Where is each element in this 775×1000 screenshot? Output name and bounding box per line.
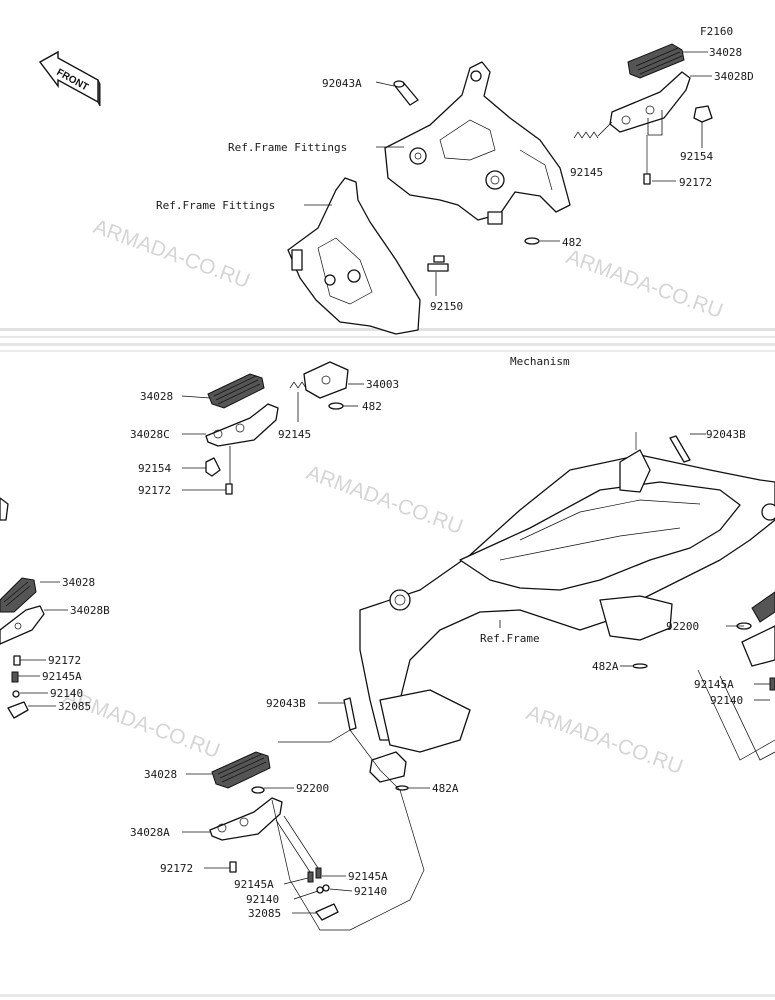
label-34028d: 34028D bbox=[714, 70, 754, 83]
clip-482-top bbox=[524, 237, 540, 245]
label-92145-top: 92145 bbox=[570, 166, 603, 179]
label-482-top: 482 bbox=[562, 236, 582, 249]
label-92140-left: 92140 bbox=[50, 687, 83, 700]
label-34028b: 34028B bbox=[70, 604, 110, 617]
label-92200-bottom: 92200 bbox=[296, 782, 329, 795]
ref-frame-structure bbox=[359, 432, 775, 753]
label-92172-top: 92172 bbox=[679, 176, 712, 189]
label-92172-bottom: 92172 bbox=[160, 862, 193, 875]
footpeg-assembly-left-edge bbox=[0, 497, 45, 719]
footpeg-assembly-top-right bbox=[609, 43, 713, 185]
label-34028-bottom: 34028 bbox=[144, 768, 177, 781]
watermark-4: ARMADA-CO.RU bbox=[60, 685, 222, 763]
label-34028-mid-left: 34028 bbox=[140, 390, 173, 403]
label-92150: 92150 bbox=[430, 300, 463, 313]
label-92154-top: 92154 bbox=[680, 150, 713, 163]
frame-fitting-bracket-left bbox=[287, 177, 421, 335]
label-482-mid: 482 bbox=[362, 400, 382, 413]
label-92145a-bottom-left: 92145A bbox=[234, 878, 274, 891]
label-92145a-right: 92145A bbox=[694, 678, 734, 691]
label-ref-frame: Ref.Frame bbox=[480, 632, 540, 645]
watermark-2: ARMADA-CO.RU bbox=[563, 245, 725, 323]
watermark-3: ARMADA-CO.RU bbox=[303, 461, 465, 539]
bolt-92150 bbox=[427, 255, 449, 272]
label-34028a: 34028A bbox=[130, 826, 170, 839]
spring-92145-top bbox=[573, 131, 599, 139]
leader-lines bbox=[18, 51, 775, 931]
label-92145a-left: 92145A bbox=[42, 670, 82, 683]
watermark-1: ARMADA-CO.RU bbox=[90, 215, 252, 293]
footpeg-assembly-right-edge bbox=[632, 591, 775, 761]
front-arrow-icon: FRONT bbox=[38, 50, 101, 107]
pin-92043b-centre bbox=[343, 697, 357, 731]
pin-92043a bbox=[393, 80, 419, 106]
label-ref-frame-fittings-1: Ref.Frame Fittings bbox=[228, 141, 347, 154]
diagram-code: F2160 bbox=[700, 25, 733, 38]
pivot-34003 bbox=[289, 361, 349, 410]
label-92140-bottom-left: 92140 bbox=[246, 893, 279, 906]
label-482a-right: 482A bbox=[592, 660, 619, 673]
label-92145-mid: 92145 bbox=[278, 428, 311, 441]
footpeg-assembly-mid-left bbox=[205, 373, 279, 495]
label-92043b-centre: 92043B bbox=[266, 697, 306, 710]
pivot-bracket-bottom bbox=[369, 751, 409, 791]
label-32085-left: 32085 bbox=[58, 700, 91, 713]
label-92172-left: 92172 bbox=[48, 654, 81, 667]
watermark-5: ARMADA-CO.RU bbox=[523, 701, 685, 779]
frame-fitting-bracket-top bbox=[384, 61, 571, 225]
label-34028-left: 34028 bbox=[62, 576, 95, 589]
label-32085-bottom: 32085 bbox=[248, 907, 281, 920]
label-92140-right: 92140 bbox=[710, 694, 743, 707]
label-92145a-bottom-right: 92145A bbox=[348, 870, 388, 883]
label-34003: 34003 bbox=[366, 378, 399, 391]
label-482a-bottom: 482A bbox=[432, 782, 459, 795]
label-34028c: 34028C bbox=[130, 428, 170, 441]
label-92154-mid: 92154 bbox=[138, 462, 171, 475]
label-mechanism: Mechanism bbox=[510, 355, 570, 368]
label-34028-top-right: 34028 bbox=[709, 46, 742, 59]
part-labels: F2160 92043A 34028 34028D Ref.Frame Fitt… bbox=[42, 25, 754, 920]
pin-92043b-right bbox=[669, 435, 691, 463]
label-92172-mid: 92172 bbox=[138, 484, 171, 497]
label-ref-frame-fittings-2: Ref.Frame Fittings bbox=[156, 199, 275, 212]
label-92140-bottom-right: 92140 bbox=[354, 885, 387, 898]
label-92043b-right: 92043B bbox=[706, 428, 746, 441]
label-92043a: 92043A bbox=[322, 77, 362, 90]
footpeg-assembly-bottom bbox=[209, 751, 339, 921]
label-92200-right: 92200 bbox=[666, 620, 699, 633]
